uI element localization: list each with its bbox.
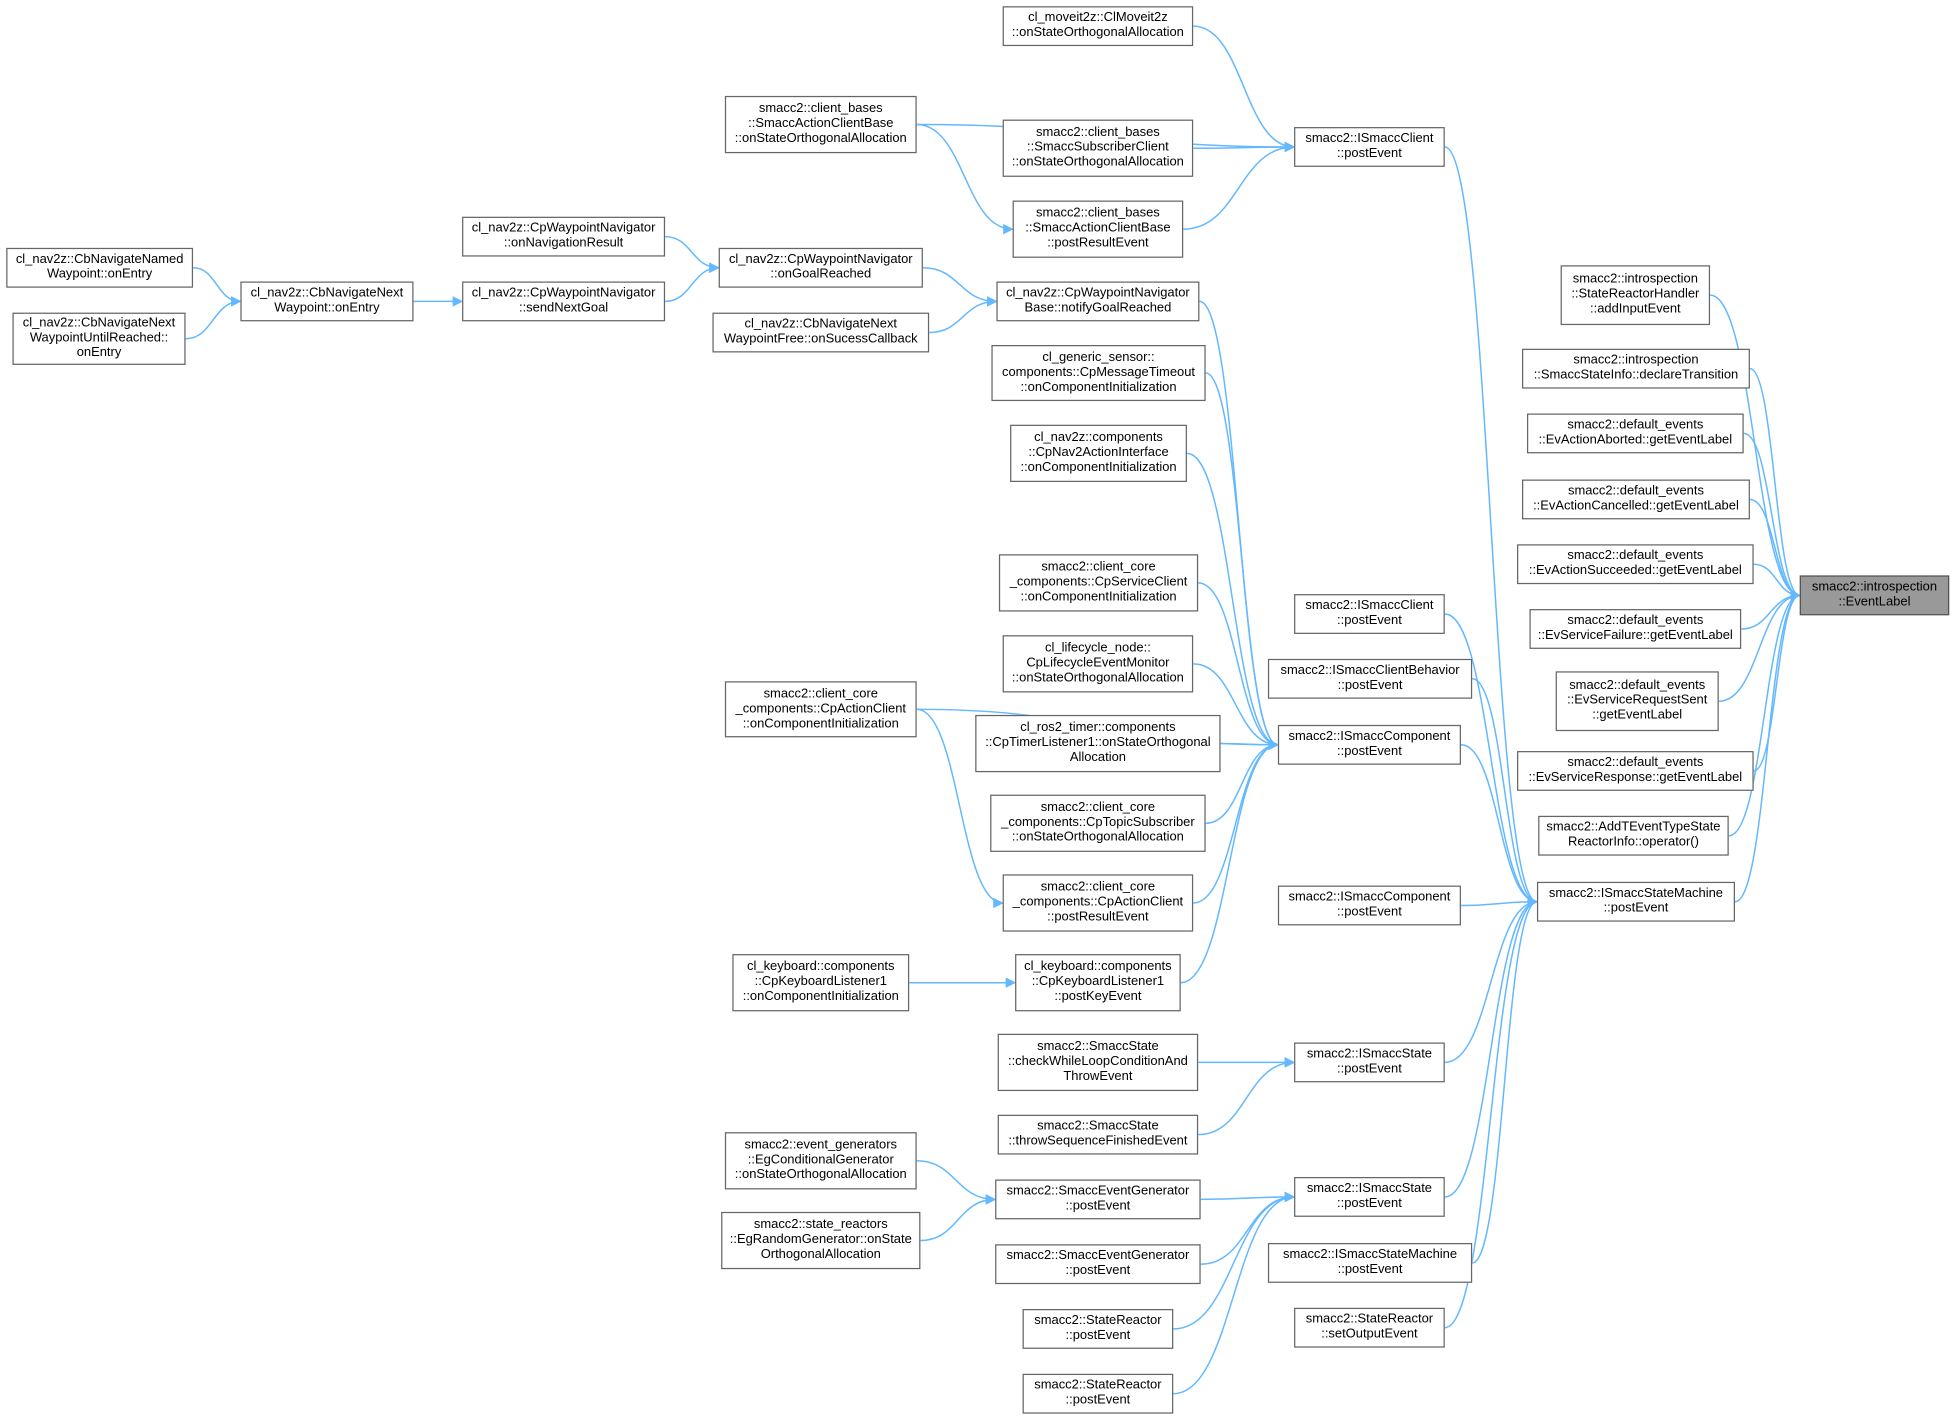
graph-node-evgen2[interactable]: smacc2::SmaccEventGenerator ::postEvent [995, 1244, 1201, 1285]
edge-untilreached-to-nextwp [185, 296, 242, 340]
graph-node-kb-postkey[interactable]: cl_keyboard::components ::CpKeyboardList… [1015, 954, 1181, 1012]
graph-node-setoutput[interactable]: smacc2::StateReactor ::setOutputEvent [1294, 1307, 1445, 1348]
graph-node-kb-init[interactable]: cl_keyboard::components ::CpKeyboardList… [732, 954, 910, 1012]
graph-node-svcclient[interactable]: smacc2::client_core _components::CpServi… [998, 554, 1199, 612]
graph-node-client-post2[interactable]: smacc2::ISmaccClient ::postEvent [1294, 594, 1445, 634]
graph-node-msgtimeout[interactable]: cl_generic_sensor:: components::CpMessag… [991, 345, 1206, 402]
graph-node-onsuccess[interactable]: cl_nav2z::CbNavigateNext WaypointFree::o… [712, 312, 930, 353]
graph-node-throwseq[interactable]: smacc2::SmaccState ::throwSequenceFinish… [997, 1114, 1199, 1155]
graph-node-egrandom[interactable]: smacc2::state_reactors ::EgRandomGenerat… [721, 1211, 921, 1270]
graph-node-comp-post2[interactable]: smacc2::ISmaccComponent ::postEvent [1277, 885, 1461, 926]
graph-node-sendnext[interactable]: cl_nav2z::CpWaypointNavigator ::sendNext… [462, 281, 666, 322]
graph-node-subclient[interactable]: smacc2::client_bases ::SmaccSubscriberCl… [1002, 119, 1194, 177]
graph-node-acb-alloc[interactable]: smacc2::client_bases ::SmaccActionClient… [724, 95, 917, 154]
edge-lifecycle-to-comp_post1 [1193, 663, 1279, 751]
graph-node-moveit[interactable]: cl_moveit2z::ClMoveit2z ::onStateOrthogo… [1002, 6, 1194, 47]
graph-node-svcfailure[interactable]: smacc2::default_events ::EvServiceFailur… [1529, 609, 1742, 649]
graph-node-declaretrans[interactable]: smacc2::introspection ::SmaccStateInfo::… [1522, 348, 1750, 389]
edge-moveit-to-client_post1 [1193, 25, 1296, 153]
edge-state_post2-to-sm_post [1444, 896, 1538, 1198]
edge-sr_post2-to-state_post2 [1173, 1191, 1296, 1395]
edge-state_post1-to-sm_post [1444, 896, 1538, 1064]
edge-acb_alloc-to-acb_result [916, 123, 1014, 235]
graph-node-succeeded[interactable]: smacc2::default_events ::EvActionSucceed… [1517, 544, 1754, 585]
edge-namedwp-to-nextwp [193, 267, 242, 307]
edge-sendnext-to-ongoal [665, 262, 720, 303]
graph-node-evgen1[interactable]: smacc2::SmaccEventGenerator ::postEvent [995, 1179, 1201, 1220]
graph-node-untilreached[interactable]: cl_nav2z::CbNavigateNext WaypointUntilRe… [12, 312, 186, 365]
edge-msgtimeout-to-comp_post1 [1205, 372, 1279, 750]
edge-svcclient-to-comp_post1 [1198, 582, 1279, 751]
edge-svcreqsent-to-eventlabel [1718, 590, 1801, 702]
edge-comp_post2-to-sm_post [1460, 896, 1538, 907]
graph-node-state-post2[interactable]: smacc2::ISmaccState ::postEvent [1294, 1176, 1445, 1217]
graph-node-sr-post1[interactable]: smacc2::StateReactor ::postEvent [1022, 1309, 1174, 1349]
graph-node-ongoal[interactable]: cl_nav2z::CpWaypointNavigator ::onGoalRe… [718, 247, 923, 288]
edge-acb_result-to-client_post1 [1183, 141, 1296, 230]
graph-node-timer[interactable]: cl_ros2_timer::components ::CpTimerListe… [975, 714, 1221, 773]
graph-node-svcreqsent[interactable]: smacc2::default_events ::EvServiceReques… [1555, 671, 1719, 732]
edge-egrandom-to-evgen1 [920, 1194, 997, 1242]
graph-node-cancelled[interactable]: smacc2::default_events ::EvActionCancell… [1522, 479, 1750, 520]
graph-node-namedwp[interactable]: cl_nav2z::CbNavigateNamed Waypoint::onEn… [6, 247, 194, 288]
edge-nav2action-to-comp_post1 [1186, 452, 1279, 750]
edge-client_post2-to-sm_post [1444, 613, 1538, 907]
graph-node-onnavres[interactable]: cl_nav2z::CpWaypointNavigator ::onNaviga… [462, 216, 666, 257]
graph-node-state-post1[interactable]: smacc2::ISmaccState ::postEvent [1294, 1042, 1445, 1083]
graph-node-eventlabel: smacc2::introspection ::EventLabel [1799, 575, 1950, 616]
edge-cancelled-to-eventlabel [1749, 498, 1801, 601]
edge-sm_post2-to-sm_post [1471, 896, 1538, 1264]
edge-setoutput-to-sm_post [1444, 896, 1538, 1329]
edge-egcond-to-evgen1 [916, 1160, 997, 1205]
graph-node-topicsub[interactable]: smacc2::client_core _components::CpTopic… [990, 794, 1206, 852]
edge-sr_post1-to-state_post2 [1173, 1191, 1296, 1330]
edge-comp_post1-to-sm_post [1460, 744, 1538, 907]
graph-node-acb-result[interactable]: smacc2::client_bases ::SmaccActionClient… [1012, 200, 1184, 258]
edge-clientbeh_post-to-sm_post [1471, 678, 1538, 907]
graph-node-ac-result[interactable]: smacc2::client_core _components::CpActio… [1002, 874, 1194, 932]
edge-throwseq-to-state_post1 [1198, 1057, 1296, 1136]
edge-client_post1-to-sm_post [1444, 146, 1538, 907]
edge-ac_init-to-ac_result [916, 708, 1004, 909]
graph-node-addtevent[interactable]: smacc2::AddTEventTypeState ReactorInfo::… [1538, 815, 1729, 856]
graph-node-egcond[interactable]: smacc2::event_generators ::EgConditional… [724, 1132, 917, 1190]
graph-node-checkwhile[interactable]: smacc2::SmaccState ::checkWhileLoopCondi… [997, 1033, 1199, 1092]
graph-node-nextwp[interactable]: cl_nav2z::CbNavigateNext Waypoint::onEnt… [240, 281, 414, 322]
edge-subclient-to-client_post1 [1193, 141, 1296, 153]
edge-evgen1-to-state_post2 [1200, 1191, 1296, 1203]
edge-onnavres-to-ongoal [665, 235, 720, 274]
graph-node-lifecycle[interactable]: cl_lifecycle_node:: CpLifecycleEventMoni… [1002, 635, 1194, 693]
graph-node-sm-post[interactable]: smacc2::ISmaccStateMachine ::postEvent [1536, 881, 1735, 922]
graph-node-ac-init[interactable]: smacc2::client_core _components::CpActio… [724, 681, 917, 738]
graph-node-sm-post2[interactable]: smacc2::ISmaccStateMachine ::postEvent [1267, 1243, 1473, 1283]
graph-node-comp-post1[interactable]: smacc2::ISmaccComponent ::postEvent [1277, 724, 1461, 765]
edge-topicsub-to-comp_post1 [1205, 739, 1279, 825]
graph-node-client-post1[interactable]: smacc2::ISmaccClient ::postEvent [1294, 127, 1445, 167]
edge-onsuccess-to-notifygoal [929, 296, 998, 334]
graph-node-aborted[interactable]: smacc2::default_events ::EvActionAborted… [1526, 413, 1744, 454]
edge-declaretrans-to-eventlabel [1749, 367, 1801, 601]
graph-node-notifygoal[interactable]: cl_nav2z::CpWaypointNavigator Base::noti… [996, 281, 1200, 322]
graph-node-svcresponse[interactable]: smacc2::default_events ::EvServiceRespon… [1517, 751, 1754, 791]
graph-node-clientbeh-post[interactable]: smacc2::ISmaccClientBehavior ::postEvent [1267, 658, 1473, 699]
edge-addtevent-to-eventlabel [1728, 590, 1801, 837]
edge-ongoal-to-notifygoal [922, 267, 998, 307]
edge-sm_post-to-eventlabel [1734, 590, 1801, 903]
edge-kb_postkey-to-comp_post1 [1180, 739, 1279, 984]
graph-node-sr-post2[interactable]: smacc2::StateReactor ::postEvent [1022, 1373, 1174, 1414]
graph-node-nav2action[interactable]: cl_nav2z::components ::CpNav2ActionInter… [1010, 424, 1187, 483]
edge-aborted-to-eventlabel [1743, 432, 1801, 601]
graph-node-addinput[interactable]: smacc2::introspection ::StateReactorHand… [1560, 265, 1711, 326]
